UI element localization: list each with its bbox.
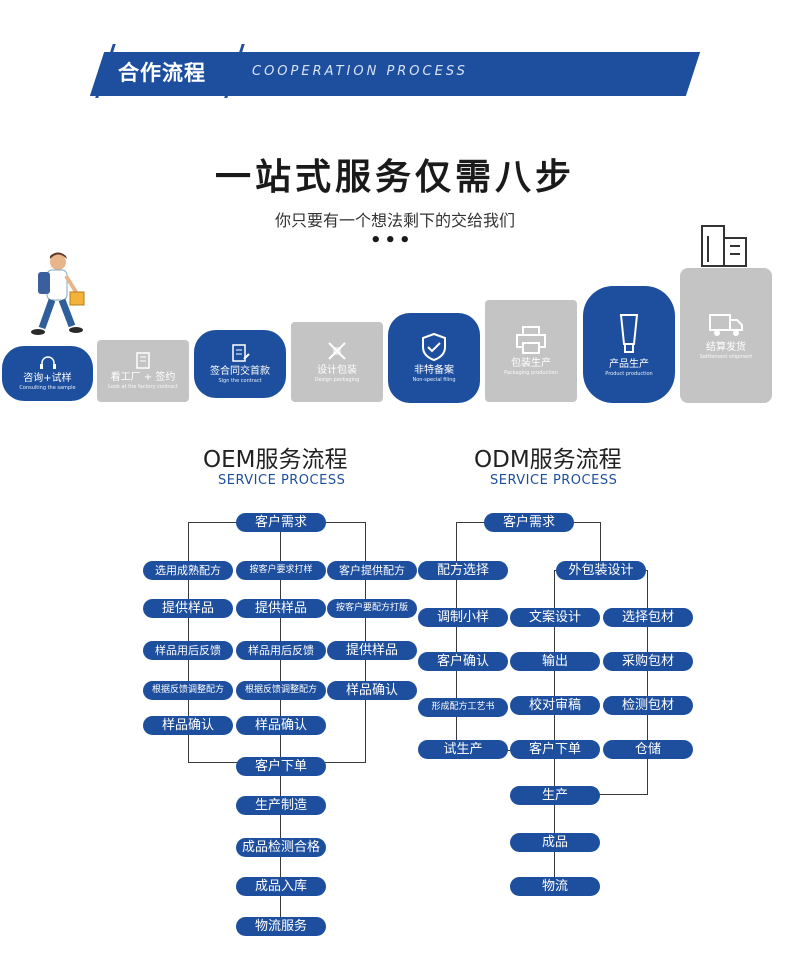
odm-pack-box: 外包装设计 <box>556 561 646 580</box>
oem-col1-box: 选用成熟配方 <box>143 561 233 580</box>
oem-col1-box: 提供样品 <box>143 599 233 618</box>
odm-bottom-box: 物流 <box>510 877 600 896</box>
oem-bottom-box: 物流服务 <box>236 917 326 936</box>
step-title: 结算发货 <box>706 341 746 353</box>
connector-line <box>647 570 648 794</box>
walking-person-illustration <box>31 252 85 335</box>
step-title: 看工厂 + 签约 <box>110 372 176 383</box>
step-en: Look at the factory contract <box>108 384 178 390</box>
connector-line <box>554 794 648 795</box>
oem-col3-box: 样品确认 <box>327 681 417 700</box>
connector-line <box>554 570 555 888</box>
page-subheadline: 你只要有一个想法剩下的交给我们 <box>274 211 515 230</box>
oem-title: OEM服务流程 <box>203 447 348 473</box>
step-consult: 咨询+试样 Consulting the sample <box>2 346 93 401</box>
connector-line <box>456 522 457 750</box>
step-title: 产品生产 <box>609 358 649 370</box>
step-title: 设计包装 <box>317 365 357 376</box>
oem-col1-box: 样品用后反馈 <box>143 641 233 660</box>
oem-col2-box: 样品用后反馈 <box>236 641 326 660</box>
connector-line <box>600 522 601 570</box>
odm-subtitle: SERVICE PROCESS <box>490 473 618 488</box>
oem-col1-box: 根据反馈调整配方 <box>143 681 233 700</box>
oem-subtitle: SERVICE PROCESS <box>218 473 346 488</box>
building-illustration <box>701 225 747 267</box>
printer-icon <box>516 326 546 354</box>
step-en: Design packaging <box>314 377 360 383</box>
odm-left-box: 形成配方工艺书 <box>418 698 508 717</box>
odm-mid-box: 文案设计 <box>510 608 600 627</box>
step-title: 包装生产 <box>511 358 551 369</box>
step-factory: 看工厂 + 签约 Look at the factory contract <box>97 340 189 402</box>
odm-top-box: 客户需求 <box>484 513 574 532</box>
section-title: 合作流程 <box>118 61 206 85</box>
oem-top-box: 客户需求 <box>236 513 326 532</box>
odm-mid-box: 校对审稿 <box>510 696 600 715</box>
oem-col3-box: 按客户要配方打版 <box>327 599 417 618</box>
oem-col3-box: 提供样品 <box>327 641 417 660</box>
odm-right-box: 采购包材 <box>603 652 693 671</box>
odm-title: ODM服务流程 <box>474 447 622 473</box>
step-shipment: 结算发货 Settlement shipment <box>680 268 772 403</box>
step-filing: 非特备案 Non-special filing <box>388 313 480 403</box>
odm-bottom-box: 成品 <box>510 833 600 852</box>
step-title: 咨询+试样 <box>23 372 72 384</box>
truck-icon <box>709 313 743 336</box>
oem-col2-box: 样品确认 <box>236 716 326 735</box>
step-en: Sign the contract <box>218 378 262 384</box>
odm-bottom-box: 生产 <box>510 786 600 805</box>
step-design: 设计包装 Design packaging <box>291 322 383 402</box>
odm-right-box: 选择包材 <box>603 608 693 627</box>
step-title: 签合同交首款 <box>210 366 270 377</box>
odm-mid-box: 客户下单 <box>510 740 600 759</box>
step-contract: 签合同交首款 Sign the contract <box>194 330 286 398</box>
oem-col3-box: 客户提供配方 <box>327 561 417 580</box>
headset-icon <box>39 355 56 369</box>
step-en: Non-special filing <box>412 377 456 383</box>
shield-check-icon <box>422 332 446 362</box>
oem-bottom-box: 客户下单 <box>236 757 326 776</box>
step-packaging: 包装生产 Packaging production <box>485 300 577 402</box>
oem-bottom-box: 成品入库 <box>236 877 326 896</box>
odm-right-box: 检测包材 <box>603 696 693 715</box>
oem-col2-box: 提供样品 <box>236 599 326 618</box>
oem-bottom-box: 生产制造 <box>236 796 326 815</box>
dots-decoration: ••• <box>370 230 414 251</box>
step-en: Settlement shipment <box>699 353 753 360</box>
step-title: 非特备案 <box>414 365 454 376</box>
odm-left-box: 客户确认 <box>418 652 508 671</box>
building-icon <box>136 352 150 369</box>
oem-col2-box: 根据反馈调整配方 <box>236 681 326 700</box>
contract-icon <box>232 344 250 362</box>
step-production: 产品生产 Product production <box>583 286 675 403</box>
oem-bottom-box: 成品检测合格 <box>236 838 326 857</box>
step-en: Packaging production <box>504 370 558 376</box>
odm-left-box: 试生产 <box>418 740 508 759</box>
odm-left-box: 调制小样 <box>418 608 508 627</box>
oem-col1-box: 样品确认 <box>143 716 233 735</box>
step-en: Product production <box>605 370 653 377</box>
tube-icon <box>619 313 639 353</box>
step-en: Consulting the sample <box>19 384 76 391</box>
page-headline: 一站式服务仅需八步 <box>214 157 575 198</box>
odm-right-box: 仓储 <box>603 740 693 759</box>
odm-left-box: 配方选择 <box>418 561 508 580</box>
oem-col2-box: 按客户要求打样 <box>236 561 326 580</box>
odm-mid-box: 输出 <box>510 652 600 671</box>
design-tools-icon <box>328 342 346 360</box>
section-subtitle: COOPERATION PROCESS <box>252 64 468 79</box>
